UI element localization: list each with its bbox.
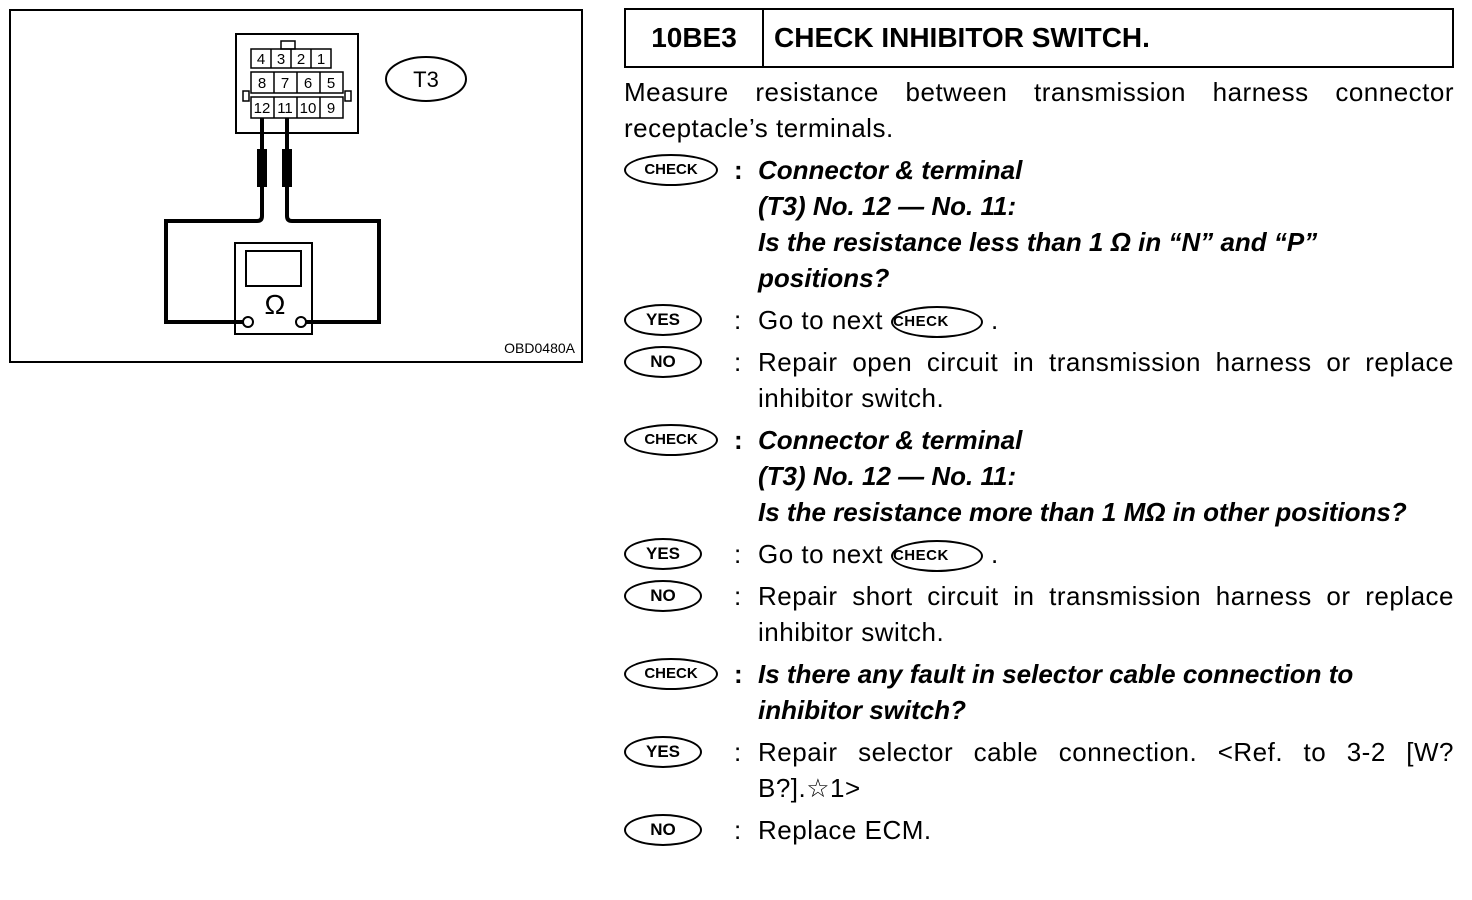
pin-label: 3 <box>277 51 285 68</box>
colon: : <box>734 155 743 185</box>
pin-label: 5 <box>327 75 335 92</box>
check-text: Is there any fault in selector cable con… <box>758 659 1354 726</box>
yes-item: YES : Repair selector cable connection. … <box>624 734 1454 806</box>
check-badge-icon: CHECK <box>624 424 718 457</box>
procedure-content: 10BE3 CHECK INHIBITOR SWITCH. Measure re… <box>624 8 1454 848</box>
connector-side-tab-left <box>242 90 250 102</box>
colon: : <box>734 581 742 612</box>
pin-label: 12 <box>254 100 271 117</box>
connector-id-oval <box>385 56 467 102</box>
colon: : <box>734 347 742 378</box>
check-item: CHECK : Connector & terminal (T3) No. 12… <box>624 422 1454 530</box>
pin-label: 11 <box>277 100 293 117</box>
colon: : <box>734 737 742 768</box>
no-badge-icon: NO <box>624 814 702 847</box>
figure-code: OBD0480A <box>504 340 575 356</box>
colon: : <box>734 425 743 456</box>
colon: : <box>734 659 743 690</box>
pin-label: 9 <box>327 100 335 117</box>
meter-terminal-left <box>242 316 254 328</box>
no-text: Repair open circuit in transmission harn… <box>758 347 1454 414</box>
check-badge-icon: CHECK <box>624 154 718 186</box>
ohm-symbol: Ω <box>265 289 286 320</box>
ohmmeter-display <box>245 250 302 287</box>
step-title: CHECK INHIBITOR SWITCH. <box>774 22 1150 53</box>
wiring-diagram-figure: 4 3 2 1 8 7 6 5 12 11 10 9 T3 Ω <box>9 9 583 363</box>
pin-label: 10 <box>300 100 317 117</box>
pin-label: 6 <box>304 75 312 92</box>
yes-badge-icon: YES <box>624 304 702 336</box>
pin-label: 1 <box>317 51 325 68</box>
check-text: Connector & terminal (T3) No. 12 — No. 1… <box>758 425 1407 528</box>
step-header: 10BE3 CHECK INHIBITOR SWITCH. <box>624 8 1454 68</box>
yes-badge-icon: YES <box>624 538 702 571</box>
probe-leads <box>164 118 381 324</box>
pin-label: 8 <box>258 75 266 92</box>
no-item: NO : Repair open circuit in transmission… <box>624 344 1454 416</box>
meter-terminal-right <box>295 316 307 328</box>
check-badge-icon: CHECK <box>890 540 983 573</box>
pin-label: 2 <box>297 51 305 68</box>
colon: : <box>734 815 742 846</box>
colon: : <box>734 539 742 570</box>
yes-badge-icon: YES <box>624 736 702 769</box>
no-item: NO : Replace ECM. <box>624 812 1454 848</box>
yes-text-label: Go to next <box>758 305 883 335</box>
pin-label: 4 <box>257 51 265 68</box>
step-code: 10BE3 <box>626 10 764 66</box>
connector-id-label: T3 <box>413 67 439 92</box>
no-text: Replace ECM. <box>758 815 932 846</box>
connector-pin-grid <box>250 48 344 119</box>
check-badge-icon: CHECK <box>624 658 718 691</box>
yes-text-label: Go to next <box>758 539 883 570</box>
check-text: Connector & terminal (T3) No. 12 — No. 1… <box>758 155 1318 293</box>
ohmmeter <box>234 242 313 335</box>
connector-housing <box>235 33 359 134</box>
colon: : <box>734 305 742 335</box>
yes-text: Repair selector cable connection. <Ref. … <box>758 737 1454 804</box>
no-item: NO : Repair short circuit in transmissio… <box>624 578 1454 650</box>
no-text: Repair short circuit in transmission har… <box>758 581 1454 648</box>
connector-side-tab-right <box>344 90 352 102</box>
check-badge-icon: CHECK <box>890 306 983 339</box>
no-badge-icon: NO <box>624 580 702 613</box>
pin-label: 7 <box>281 75 289 92</box>
check-item: CHECK : Is there any fault in selector c… <box>624 656 1454 728</box>
check-item: CHECK : Connector & terminal (T3) No. 12… <box>624 152 1454 296</box>
wiring-diagram-svg: 4 3 2 1 8 7 6 5 12 11 10 9 T3 Ω <box>164 33 576 356</box>
no-badge-icon: NO <box>624 346 702 379</box>
intro-text: Measure resistance between transmission … <box>624 77 1454 143</box>
connector-lock-tab <box>280 40 296 50</box>
